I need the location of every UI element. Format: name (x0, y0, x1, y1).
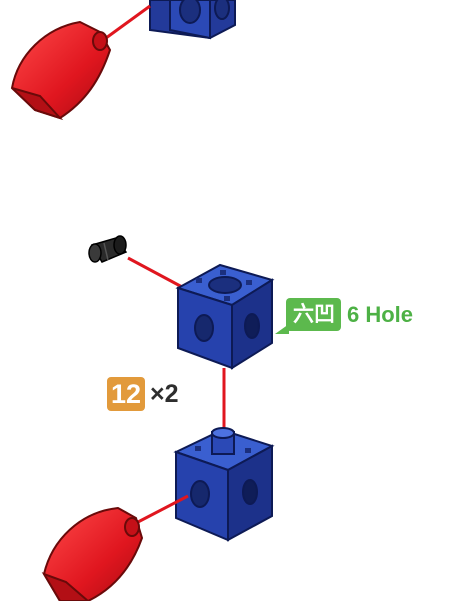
lower-link-line (137, 494, 189, 524)
top-link-line (105, 4, 151, 40)
middle-blue-cube (175, 263, 275, 370)
part-number-badge: 12 (107, 377, 146, 411)
callout-pointer (275, 324, 289, 334)
quantity-count: ×2 (150, 379, 179, 408)
lower-blue-cube (173, 427, 275, 542)
six-hole-badge-text: 六凹 (293, 302, 335, 326)
top-red-cap (10, 20, 112, 121)
quantity-indicator: 12 ×2 (107, 377, 179, 411)
top-blue-cube (149, 0, 236, 40)
lower-red-cap (41, 506, 144, 601)
six-hole-label: 6 Hole (347, 301, 414, 327)
connector-link-line (127, 256, 185, 290)
six-hole-callout: 六凹 6 Hole (275, 298, 414, 334)
black-connector (88, 235, 128, 263)
six-hole-badge: 六凹 (275, 298, 341, 334)
